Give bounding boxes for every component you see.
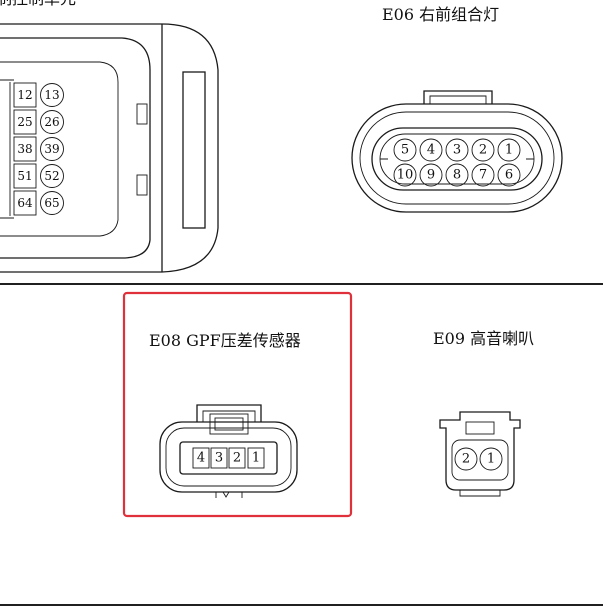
pin-number: 64 [17, 196, 33, 210]
pin-number: 38 [17, 142, 32, 156]
e06-pin [445, 138, 469, 162]
pin-number: 4 [197, 451, 205, 466]
pin-number: 1 [487, 452, 495, 467]
e06-pin [419, 163, 443, 187]
pin-number: 1 [252, 451, 260, 466]
ecu-square-pin [13, 109, 37, 135]
e08-pin [192, 447, 210, 469]
pin-number: 7 [479, 168, 487, 183]
ecu-round-pin [40, 164, 64, 188]
e09-connector [439, 411, 521, 497]
pin-number: 3 [453, 143, 461, 158]
pin-number: 2 [462, 452, 470, 467]
e06-pin [419, 138, 443, 162]
pin-number: 13 [44, 88, 59, 102]
e08-highlight-box [122, 291, 353, 518]
pin-number: 1 [505, 143, 513, 158]
e09-pin [454, 447, 478, 471]
ecu-round-pin [40, 191, 64, 215]
e06-pin [445, 163, 469, 187]
ecu-connector [0, 23, 219, 273]
pin-number: 52 [44, 169, 59, 183]
e08-pin [228, 447, 246, 469]
pin-number: 51 [17, 169, 32, 183]
e09-pin [479, 447, 503, 471]
e08-label: E08 GPF压差传感器 [149, 331, 301, 350]
ecu-pin-grid: 12 13 25 26 38 39 51 52 64 65 [13, 82, 64, 216]
pin-number: 65 [44, 196, 59, 210]
e06-pin-grid: 5 4 3 2 1 10 9 8 7 6 [393, 138, 521, 187]
pin-number: 8 [453, 168, 461, 183]
pin-number: 10 [397, 168, 414, 183]
pin-number: 4 [427, 143, 435, 158]
pin-number: 9 [427, 168, 435, 183]
e06-pin [393, 163, 417, 187]
pin-number: 6 [505, 168, 513, 183]
pin-number: 3 [215, 451, 223, 466]
ecu-round-pin [40, 110, 64, 134]
e06-pin [497, 138, 521, 162]
pin-number: 12 [17, 88, 32, 102]
ecu-square-pin [13, 163, 37, 189]
ecu-square-pin [13, 136, 37, 162]
e08-connector [159, 404, 298, 498]
e08-pin [210, 447, 228, 469]
ecu-label: 制控制单元 [0, 0, 76, 8]
e06-pin [497, 163, 521, 187]
pin-number: 2 [233, 451, 241, 466]
e08-pin [247, 447, 265, 469]
pin-number: 5 [401, 143, 409, 158]
e09-label: E09 高音喇叭 [433, 329, 534, 348]
pin-number: 39 [44, 142, 59, 156]
e06-pin [471, 163, 495, 187]
e06-connector [351, 90, 563, 213]
pin-number: 25 [17, 115, 32, 129]
e06-pin [393, 138, 417, 162]
pin-number: 26 [44, 115, 59, 129]
ecu-square-pin [13, 82, 37, 108]
e06-pin [471, 138, 495, 162]
ecu-round-pin [40, 83, 64, 107]
ecu-round-pin [40, 137, 64, 161]
pin-number: 2 [479, 143, 487, 158]
ecu-square-pin [13, 190, 37, 216]
e06-label: E06 右前组合灯 [382, 5, 499, 24]
